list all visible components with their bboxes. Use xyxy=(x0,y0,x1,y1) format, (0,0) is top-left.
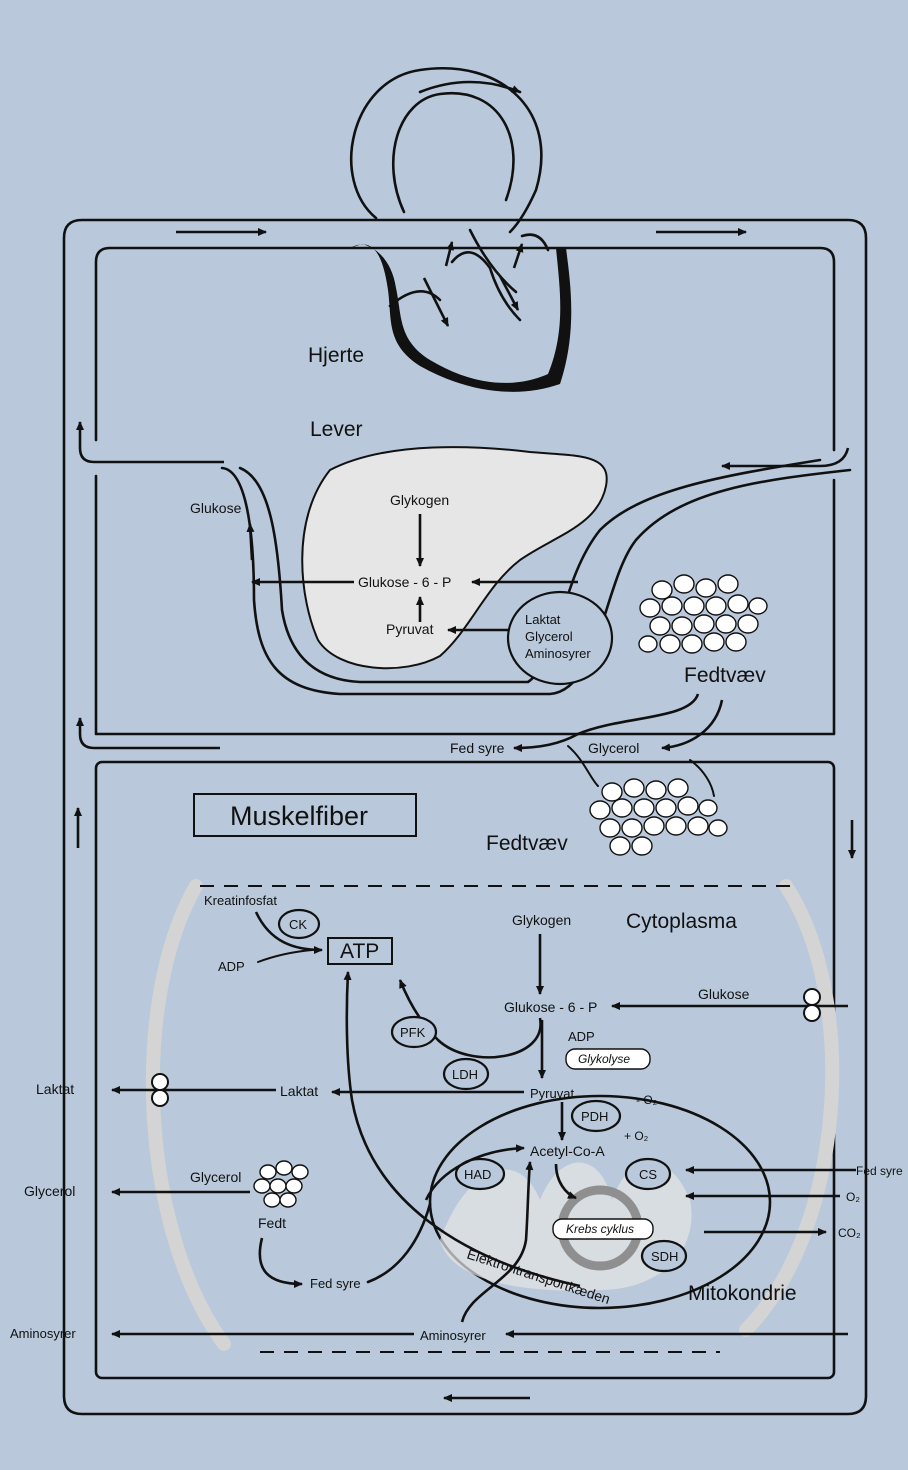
enzyme-ldh-label: LDH xyxy=(452,1067,478,1082)
acetyl-coa: Acetyl-Co-A xyxy=(530,1143,605,1159)
o2-in-label: O₂ xyxy=(846,1190,860,1204)
amino-out-label: Aminosyrer xyxy=(10,1326,76,1341)
adp-glycolysis: ADP xyxy=(568,1029,595,1044)
glycerol-out-label: Glycerol xyxy=(24,1183,75,1199)
enzyme-cs-label: CS xyxy=(639,1167,657,1182)
creatine-phosphate: Kreatinfosfat xyxy=(204,893,277,908)
plus-o2: + O₂ xyxy=(624,1129,649,1143)
minus-o2: - O₂ xyxy=(636,1093,658,1107)
blood-fatty-acid: Fed syre xyxy=(450,740,505,756)
enzyme-pdh-label: PDH xyxy=(581,1109,608,1124)
lactate-out-label: Laktat xyxy=(36,1081,74,1097)
muscle-fatty-acid: Fed syre xyxy=(310,1276,361,1291)
glycolysis-label: Glykolyse xyxy=(578,1052,630,1066)
muscle-amino-acids: Aminosyrer xyxy=(420,1328,486,1343)
liver-substrate-glycerol: Glycerol xyxy=(525,629,573,644)
adp-left: ADP xyxy=(218,959,245,974)
enzyme-sdh-label: SDH xyxy=(651,1249,678,1264)
co2-out-label: CO₂ xyxy=(838,1226,861,1240)
transporter-lactate-top xyxy=(152,1074,168,1090)
muscle-glycogen: Glykogen xyxy=(512,912,571,928)
muscle-title: Muskelfiber xyxy=(230,801,368,831)
adipose-top-label: Fedtvæv xyxy=(684,664,766,687)
muscle-fat: Fedt xyxy=(258,1215,286,1231)
liver-substrate-aminoacids: Aminosyrer xyxy=(525,646,591,661)
fatty-acid-in-label: Fed syre xyxy=(856,1164,903,1178)
atp-label: ATP xyxy=(340,940,379,963)
liver-substrate-lactate: Laktat xyxy=(525,612,561,627)
muscle-lactate: Laktat xyxy=(280,1083,318,1099)
transporter-glucose-bottom xyxy=(804,1005,820,1021)
muscle-glucose-in: Glukose xyxy=(698,986,750,1002)
muscle-glycerol: Glycerol xyxy=(190,1169,241,1185)
enzyme-ck-label: CK xyxy=(289,917,307,932)
krebs-label: Krebs cyklus xyxy=(566,1222,634,1236)
enzyme-had-label: HAD xyxy=(464,1167,491,1182)
muscle-g6p: Glukose - 6 - P xyxy=(504,999,597,1015)
adipose-bottom-label: Fedtvæv xyxy=(486,832,568,855)
blood-glycerol: Glycerol xyxy=(588,740,639,756)
liver-g6p: Glukose - 6 - P xyxy=(358,574,451,590)
liver-label: Lever xyxy=(310,418,363,441)
liver-glycogen: Glykogen xyxy=(390,492,449,508)
transporter-lactate-bottom xyxy=(152,1090,168,1106)
heart-label: Hjerte xyxy=(308,344,364,367)
enzyme-pfk-label: PFK xyxy=(400,1025,426,1040)
mitochondria-label: Mitokondrie xyxy=(688,1282,797,1305)
transporter-glucose-top xyxy=(804,989,820,1005)
liver-pyruvate: Pyruvat xyxy=(386,621,434,637)
cytoplasm-label: Cytoplasma xyxy=(626,910,737,933)
liver-glucose-out: Glukose xyxy=(190,500,242,516)
